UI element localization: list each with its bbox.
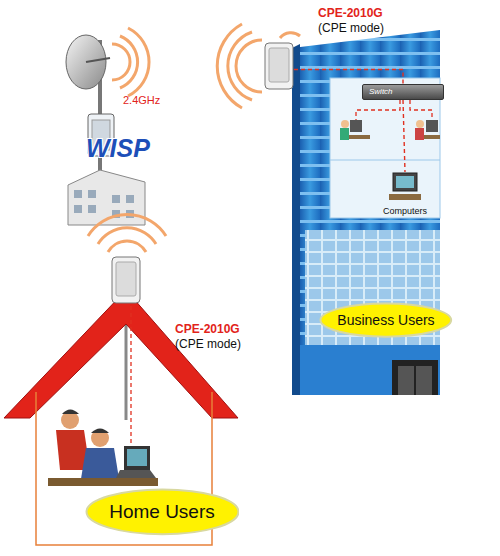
user-ellipse: Business Users bbox=[319, 302, 453, 338]
dashed-link bbox=[294, 70, 403, 85]
wisp-tower bbox=[66, 28, 149, 225]
mode-note: (CPE mode) bbox=[175, 337, 241, 351]
office-tower bbox=[217, 24, 440, 395]
computers-label: Computers bbox=[379, 206, 431, 217]
panel-antenna bbox=[111, 256, 141, 306]
user-group-label: Home Users bbox=[109, 500, 215, 523]
computer: Computers bbox=[379, 172, 431, 217]
site-label: WISP bbox=[86, 134, 150, 163]
house bbox=[4, 214, 238, 545]
network-switch: Switch bbox=[362, 84, 444, 100]
panel-antenna bbox=[264, 42, 294, 92]
ellipse-text-holder: Home Users bbox=[109, 500, 215, 523]
ellipse-text-holder: Business Users bbox=[337, 311, 434, 329]
frequency-label: 2.4GHz bbox=[123, 94, 160, 106]
mode-note: (CPE mode) bbox=[318, 21, 384, 35]
user-ellipse: Home Users bbox=[85, 488, 240, 536]
cpe-antenna: CPE-2010G(CPE mode) bbox=[111, 256, 141, 306]
dashed-link bbox=[403, 100, 405, 172]
cpe-antenna: CPE-2010G(CPE mode) bbox=[264, 42, 294, 92]
computer-icon bbox=[385, 172, 425, 202]
model-name: CPE-2010G bbox=[175, 322, 240, 336]
user-group-label: Business Users bbox=[337, 311, 434, 329]
switch-label: Switch bbox=[363, 85, 443, 99]
model-name: CPE-2010G bbox=[318, 6, 383, 20]
